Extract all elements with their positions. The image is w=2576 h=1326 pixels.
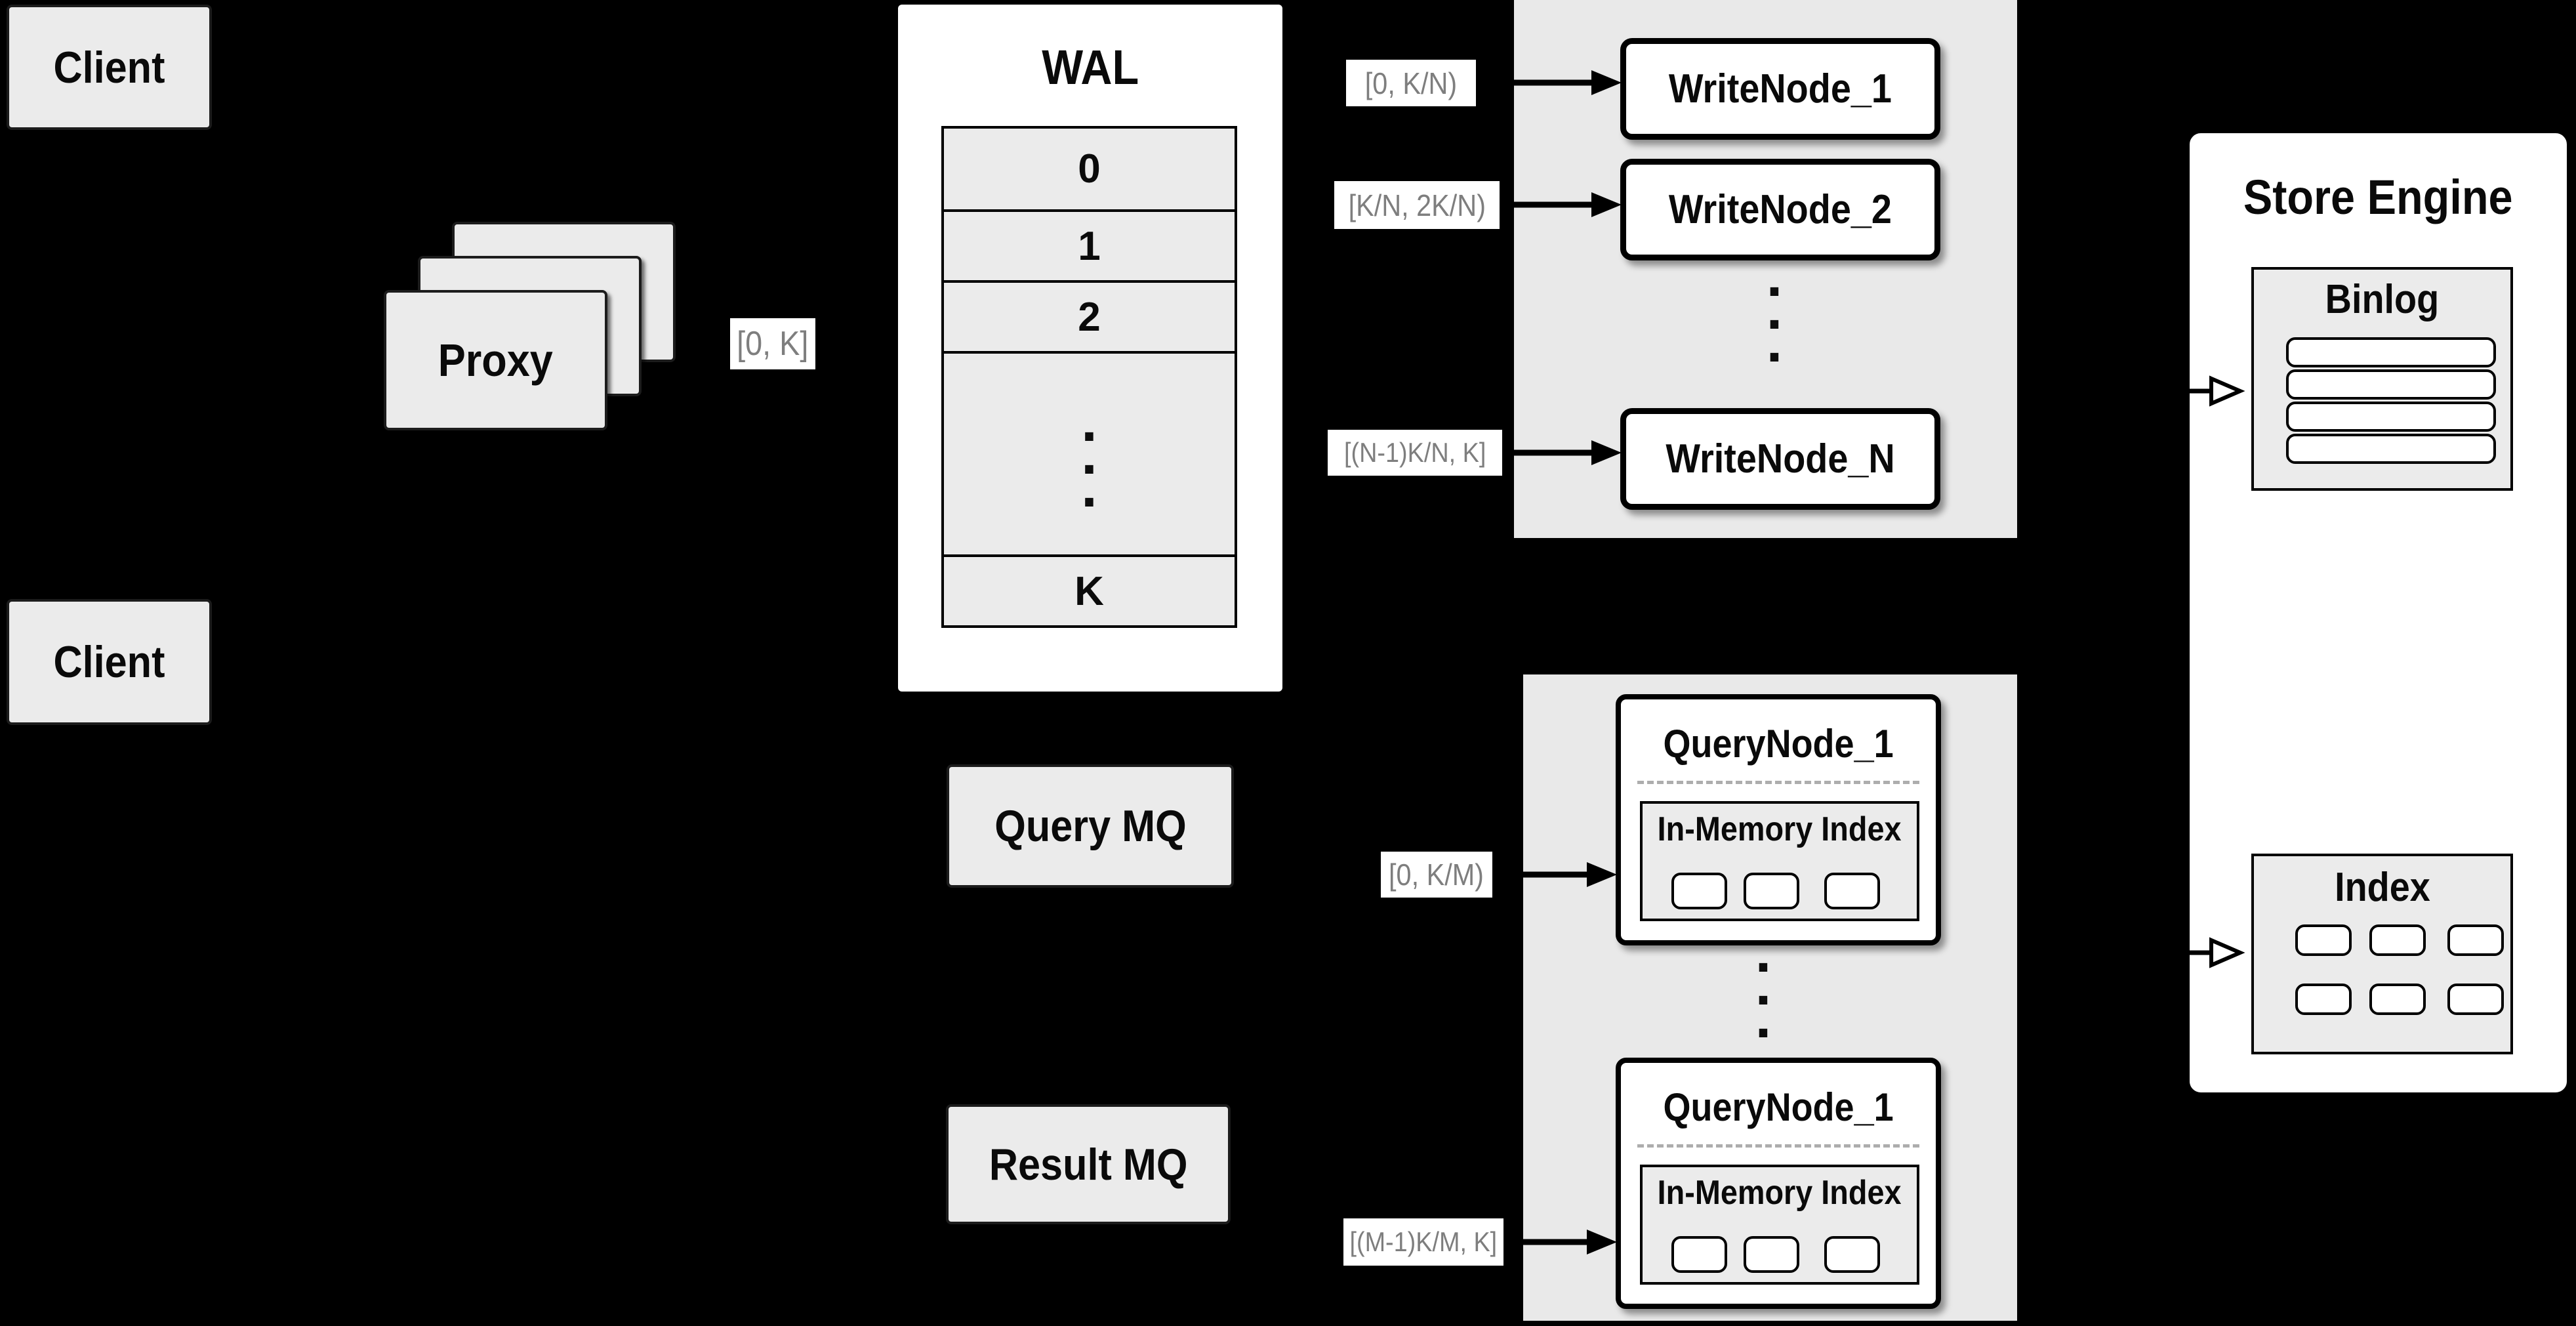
range-label-write-1: [0, K/N) xyxy=(1346,60,1476,106)
index-box: Index xyxy=(2251,854,2513,1054)
proxy-card-front: Proxy xyxy=(384,290,607,430)
segment-slot xyxy=(1824,1236,1880,1273)
query-node-1: QueryNode_1 In-Memory Index xyxy=(1616,694,1941,945)
client-box-top: Client xyxy=(7,5,212,130)
proxy-label: Proxy xyxy=(438,335,554,386)
wal-row-ellipsis: ... xyxy=(941,351,1237,557)
index-cell xyxy=(2447,924,2504,956)
query-node-m-title: QueryNode_1 xyxy=(1663,1085,1894,1129)
segment-slot xyxy=(1671,1236,1727,1273)
write-nodes-dots: ... xyxy=(1766,243,1783,374)
write-node-1: WriteNode_1 xyxy=(1620,38,1940,140)
index-cell xyxy=(2369,924,2426,956)
query-node-1-inmemory-index-box: In-Memory Index xyxy=(1640,801,1919,921)
binlog-entry xyxy=(2286,402,2496,432)
client-box-bottom: Client xyxy=(7,599,212,725)
segment-slot xyxy=(1824,873,1880,909)
wal-table: 0 1 2 ... K xyxy=(941,126,1237,628)
wal-row-k: K xyxy=(941,554,1237,628)
range-label-write-n: [(N-1)K/N, K] xyxy=(1328,430,1502,476)
query-node-m: QueryNode_1 In-Memory Index xyxy=(1616,1058,1941,1309)
query-mq-box: Query MQ xyxy=(947,764,1234,888)
index-cell xyxy=(2295,924,2352,956)
arrow-to-binlog-icon xyxy=(2186,375,2245,407)
range-label-query-1: [0, K/M) xyxy=(1381,852,1492,898)
index-title: Index xyxy=(2334,864,2430,910)
store-engine-box: Store Engine Binlog Index xyxy=(2186,130,2570,1096)
store-engine-title: Store Engine xyxy=(2243,170,2513,224)
inmemory-index-title-1: In-Memory Index xyxy=(1658,810,1902,848)
segment-slot xyxy=(1671,873,1727,909)
binlog-entry xyxy=(2286,369,2496,400)
inmemory-index-title-m: In-Memory Index xyxy=(1658,1174,1902,1212)
arrow-to-writenode-n-icon xyxy=(1502,440,1622,465)
result-mq-label: Result MQ xyxy=(989,1139,1188,1190)
index-cell xyxy=(2447,984,2504,1015)
client-top-label: Client xyxy=(53,42,165,93)
wal-vertical-dots: ... xyxy=(1081,388,1097,519)
range-label-query-m: [(M-1)K/M, K] xyxy=(1343,1218,1503,1266)
proxy-stack: Proxy xyxy=(384,222,676,430)
wal-row-2: 2 xyxy=(941,280,1237,354)
arrow-to-writenode-2-icon xyxy=(1500,192,1622,217)
query-nodes-dots: ... xyxy=(1755,919,1772,1050)
result-mq-box: Result MQ xyxy=(946,1104,1231,1224)
query-node-m-inmemory-index-box: In-Memory Index xyxy=(1640,1165,1919,1285)
write-node-n: WriteNode_N xyxy=(1620,408,1940,510)
range-label-proxy-out: [0, K] xyxy=(730,318,815,369)
query-node-1-divider xyxy=(1637,781,1919,784)
query-mq-label: Query MQ xyxy=(994,801,1187,851)
wal-row-0: 0 xyxy=(941,126,1237,212)
segment-slot xyxy=(1744,873,1799,909)
write-node-2: WriteNode_2 xyxy=(1620,159,1940,260)
binlog-entry xyxy=(2286,337,2496,367)
binlog-box: Binlog xyxy=(2251,267,2513,491)
segment-slot xyxy=(1744,1236,1799,1273)
query-node-m-divider xyxy=(1637,1144,1919,1148)
wal-row-1: 1 xyxy=(941,209,1237,283)
binlog-title: Binlog xyxy=(2325,276,2440,322)
range-label-write-2: [K/N, 2K/N) xyxy=(1334,181,1500,229)
arrow-to-querynode-m-icon xyxy=(1503,1230,1617,1254)
binlog-entry xyxy=(2286,434,2496,464)
client-bottom-label: Client xyxy=(53,637,165,687)
wal-box: WAL 0 1 2 ... K xyxy=(895,2,1285,694)
index-cell xyxy=(2295,984,2352,1015)
arrow-to-writenode-1-icon xyxy=(1476,70,1622,95)
wal-title: WAL xyxy=(1042,39,1139,94)
index-cell xyxy=(2369,984,2426,1015)
arrow-to-index-icon xyxy=(2186,937,2245,968)
arrow-to-querynode-1-icon xyxy=(1492,862,1617,887)
query-node-1-title: QueryNode_1 xyxy=(1663,721,1894,766)
